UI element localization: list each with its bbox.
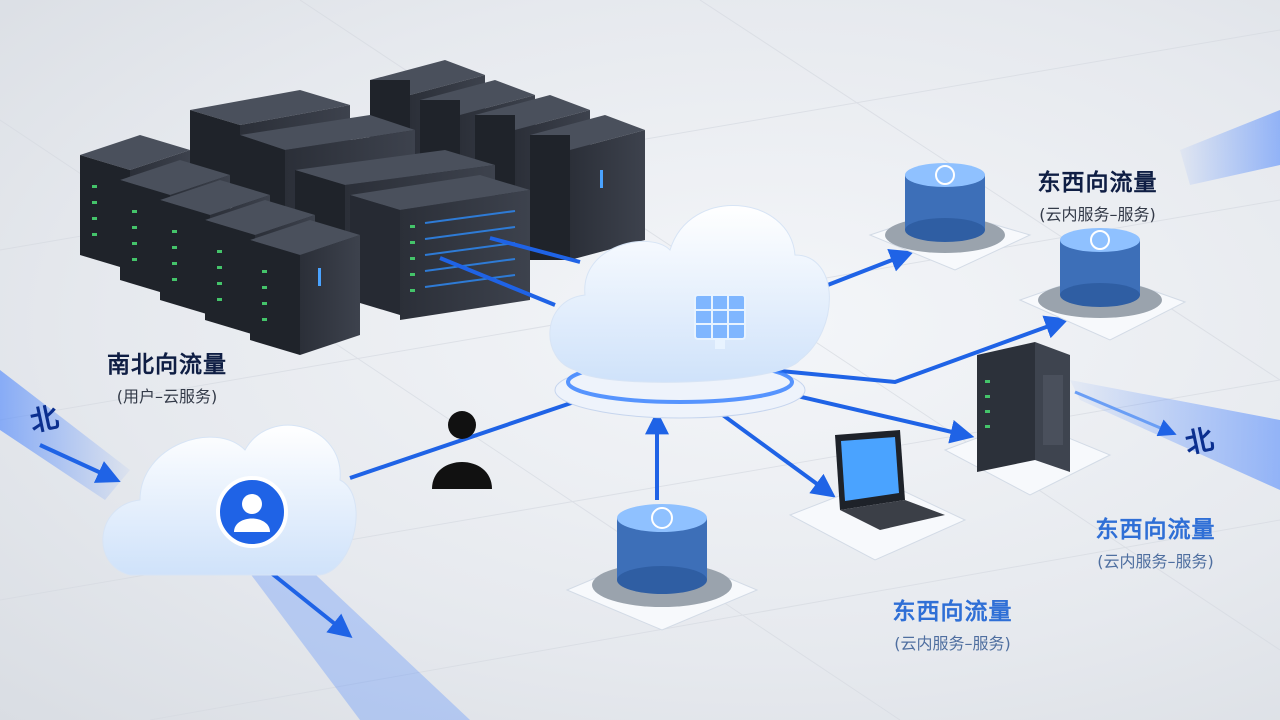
label-subtitle: (云内服务–服务) [1039,205,1156,224]
label-title: 东西向流量 [892,599,1013,625]
label-title: 东西向流量 [1037,170,1158,196]
flow-rack-to-cloud [489,236,581,264]
database-service-bottom [565,504,759,631]
database-service-right [1018,228,1187,341]
database-service-top [868,163,1032,271]
traffic-flows [39,236,1177,638]
server-rack [250,220,360,355]
label-title: 南北向流量 [107,352,227,378]
label-subtitle: (云内服务–服务) [1097,552,1214,571]
server-rack-cluster [80,60,645,355]
flow-cloud-to-db-right [769,315,1070,385]
label-north-south: 南北向流量 (用户–云服务) [82,345,252,407]
user-icon [216,476,288,548]
top-right-beam [1180,110,1280,185]
flow-north-in [39,443,121,483]
north-beam-right [1070,380,1280,490]
laptop [788,430,967,561]
label-title: 东西向流量 [1095,517,1216,543]
server-rack [350,175,530,320]
flow-tower-north [1074,390,1177,437]
cloud-platform [549,205,830,419]
label-east-west-bottom: 东西向流量 (云内服务–服务) [865,592,1040,654]
flow-user-to-cloud [349,398,581,480]
label-subtitle: (云内服务–服务) [894,634,1011,653]
tower-server [943,342,1112,496]
label-subtitle: (用户–云服务) [116,387,218,406]
server-rack [530,115,645,260]
label-east-west-top: 东西向流量 (云内服务–服务) [1010,163,1185,225]
dashboard-icon [694,294,746,349]
person-icon [432,411,492,489]
flow-cloud-to-db-top [819,249,914,290]
flow-cloud-to-laptop [703,400,836,498]
flow-rack-to-cloud [439,256,556,307]
label-east-west-right: 东西向流量 (云内服务–服务) [1068,510,1243,572]
user-cloud [102,424,357,576]
south-beam [240,560,470,720]
